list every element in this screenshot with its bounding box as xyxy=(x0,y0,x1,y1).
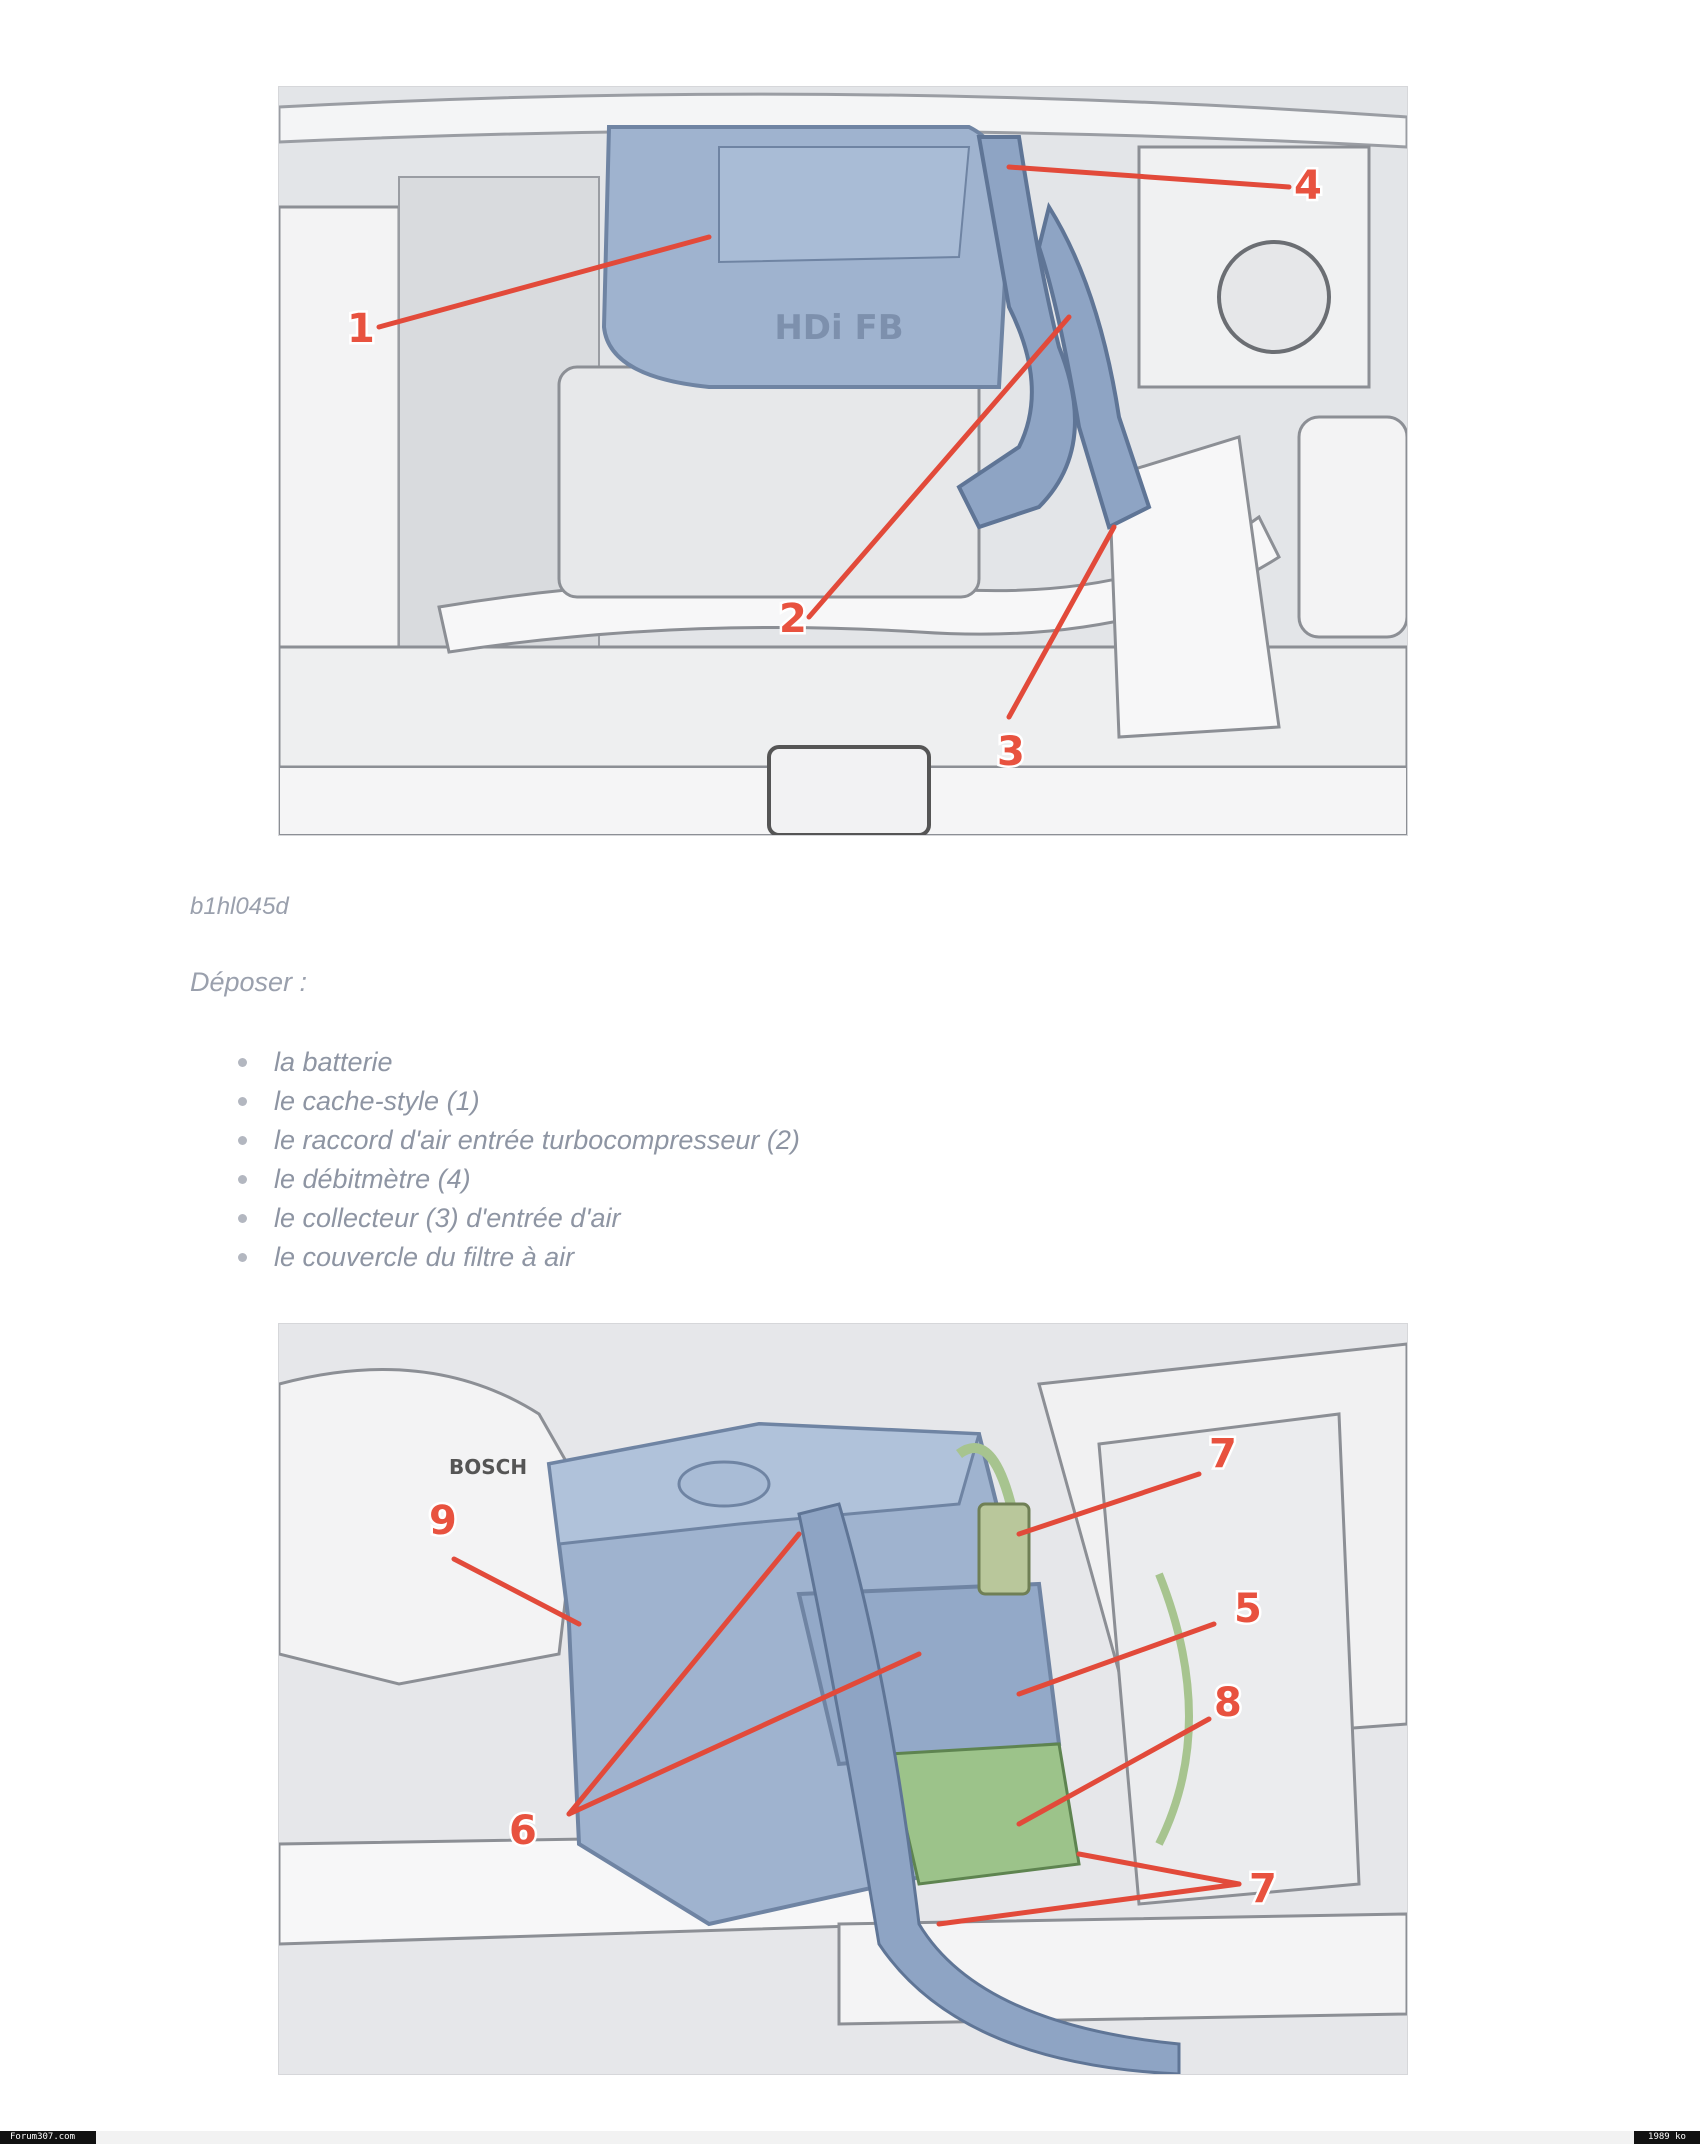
step-text: la batterie xyxy=(274,1047,393,1077)
list-item: le collecteur (3) d'entrée d'air xyxy=(238,1199,800,1238)
list-item: le cache-style (1) xyxy=(238,1082,800,1121)
list-item: le raccord d'air entrée turbocompresseur… xyxy=(238,1121,800,1160)
bullet-icon xyxy=(238,1253,247,1262)
step-text: le débitmètre (4) xyxy=(274,1164,471,1194)
engine-cover-logo: HDi FB xyxy=(774,308,903,348)
fuel-filter-illustration: BOSCH 9 7 5 8 6 7 xyxy=(279,1324,1407,2074)
fuel-filter-figure: BOSCH 9 7 5 8 6 7 xyxy=(278,1323,1408,2075)
footer-site-label: Forum307.com xyxy=(0,2131,96,2144)
step-text: le couvercle du filtre à air xyxy=(274,1242,575,1272)
engine-bay-figure: HDi FB 1 2 3 4 xyxy=(278,86,1408,836)
removal-steps-list: la batterie le cache-style (1) le raccor… xyxy=(238,1043,800,1277)
callout-6: 6 xyxy=(509,1808,537,1854)
callout-8: 8 xyxy=(1214,1680,1242,1726)
callout-9: 9 xyxy=(429,1498,457,1544)
bullet-icon xyxy=(238,1175,247,1184)
figure-caption: b1hl045d xyxy=(190,893,289,920)
footer-size-label: 1989 ko xyxy=(1634,2131,1700,2144)
bullet-icon xyxy=(238,1214,247,1223)
instruction-heading: Déposer : xyxy=(190,967,308,997)
step-text: le collecteur (3) d'entrée d'air xyxy=(274,1203,621,1233)
list-item: la batterie xyxy=(238,1043,800,1082)
engine-bay-illustration: HDi FB 1 2 3 4 xyxy=(279,87,1407,835)
callout-3: 3 xyxy=(997,729,1025,775)
callout-4: 4 xyxy=(1294,163,1322,209)
callout-1: 1 xyxy=(347,306,375,352)
scan-footer-bar xyxy=(0,2131,1700,2144)
callout-2: 2 xyxy=(779,596,807,642)
bullet-icon xyxy=(238,1097,247,1106)
step-text: le cache-style (1) xyxy=(274,1086,480,1116)
list-item: le débitmètre (4) xyxy=(238,1160,800,1199)
bullet-icon xyxy=(238,1058,247,1067)
bullet-icon xyxy=(238,1136,247,1145)
callout-5: 5 xyxy=(1234,1586,1262,1632)
step-text: le raccord d'air entrée turbocompresseur… xyxy=(274,1125,800,1155)
callout-7-bottom: 7 xyxy=(1249,1866,1277,1912)
list-item: le couvercle du filtre à air xyxy=(238,1238,800,1277)
callout-7-top: 7 xyxy=(1209,1431,1237,1477)
brand-label: BOSCH xyxy=(449,1455,527,1479)
